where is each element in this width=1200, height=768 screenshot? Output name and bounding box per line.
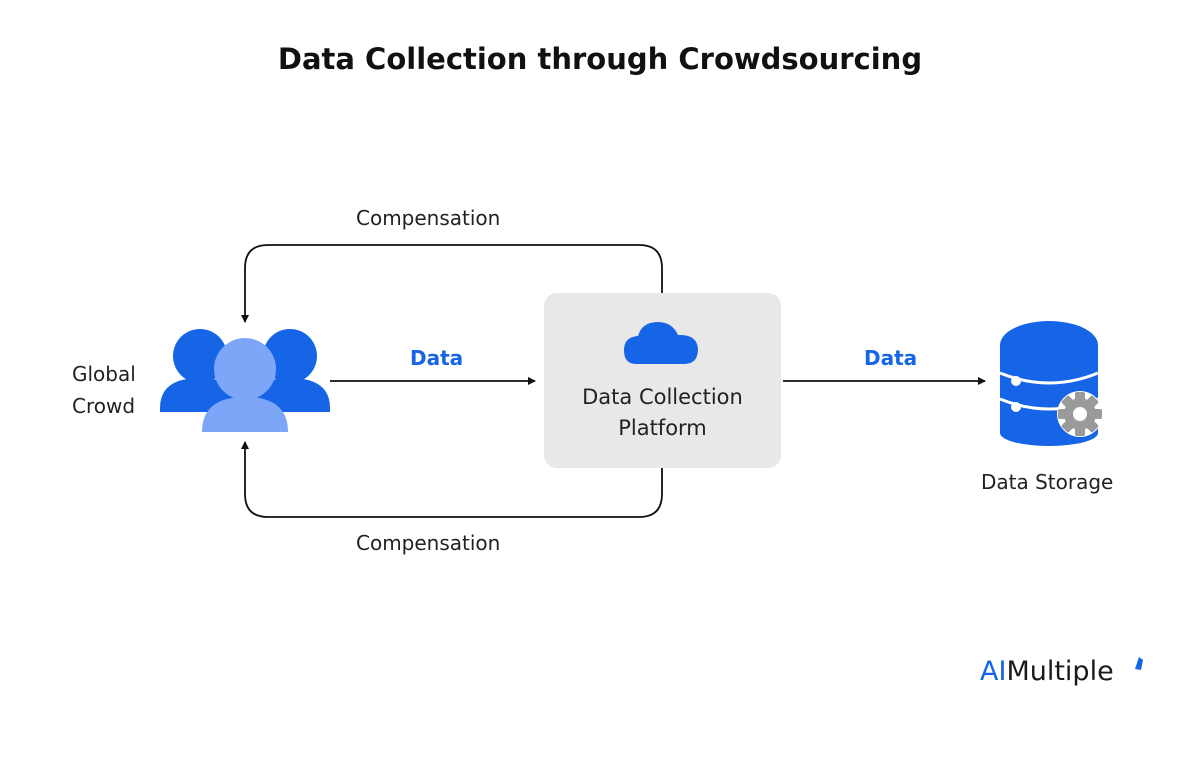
logo-accent-icon <box>1135 657 1143 670</box>
aimultiple-logo: AIMultiple <box>980 656 1114 687</box>
logo-ai-text: AI <box>980 656 1007 687</box>
platform-label: Data Collection Platform <box>545 382 780 444</box>
global-crowd-label-line2: Crowd <box>72 394 136 418</box>
global-crowd-icon <box>160 329 330 432</box>
platform-label-line2: Platform <box>618 416 707 440</box>
compensation-bottom-arrow <box>241 441 663 518</box>
gear-icon <box>1057 391 1103 437</box>
global-crowd-label-line1: Global <box>72 362 136 386</box>
data-label-to-storage: Data <box>864 346 918 370</box>
compensation-top-label: Compensation <box>356 206 501 230</box>
platform-box <box>544 293 781 468</box>
compensation-top-arrow <box>241 244 663 323</box>
diagram-title: Data Collection through Crowdsourcing <box>277 42 923 76</box>
platform-label-line1: Data Collection <box>582 385 743 409</box>
cloud-icon <box>624 322 698 364</box>
logo-multiple-text: Multiple <box>1006 656 1114 687</box>
data-label-to-platform: Data <box>410 346 464 370</box>
data-storage-label: Data Storage <box>981 470 1114 494</box>
compensation-bottom-label: Compensation <box>356 531 501 555</box>
global-crowd-label: Global Crowd <box>72 358 136 422</box>
